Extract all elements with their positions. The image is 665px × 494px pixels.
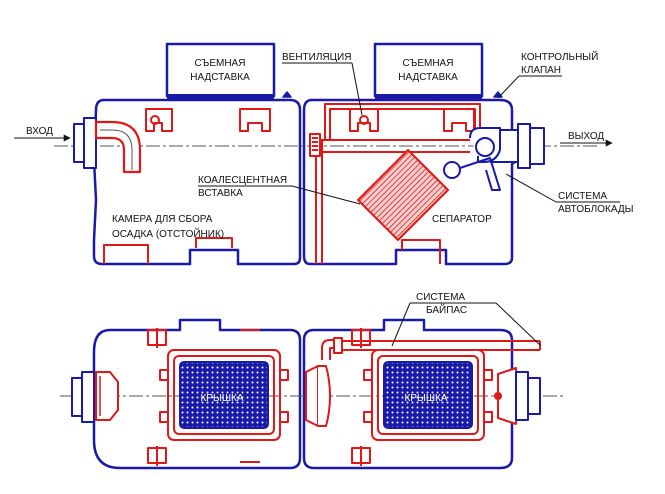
ventilation-pipe: [324, 103, 481, 140]
label-sediment-1: КАМЕРА ДЛЯ СБОРА: [112, 214, 213, 225]
extension-left-line1: СЪЕМНАЯ: [195, 58, 246, 69]
label-autoblock-2: АВТОБЛОКАДЫ: [558, 204, 634, 215]
coalescent-insert: [357, 149, 449, 241]
lid-right: КРЫШКА: [383, 361, 473, 429]
label-sediment-2: ОСАДКА (ОТСТОЙНИК): [112, 227, 224, 240]
sediment-tank-body: [92, 98, 302, 266]
extension-left: СЪЕМНАЯ НАДСТАВКА: [165, 42, 276, 99]
lid-right-label: КРЫШКА: [404, 393, 447, 404]
bypass-callout: СИСТЕМА БАЙПАС: [391, 292, 541, 347]
autoblock-system: [443, 127, 501, 191]
label-coalescent-2: ВСТАВКА: [198, 188, 243, 199]
lid-left: КРЫШКА: [179, 361, 269, 429]
label-ventilation: ВЕНТИЛЯЦИЯ: [282, 52, 351, 63]
label-bypass-1: СИСТЕМА: [416, 292, 465, 303]
extension-right: СЪЕМНАЯ НАДСТАВКА: [373, 42, 484, 99]
extension-right-line2: НАДСТАВКА: [398, 72, 458, 83]
separator-tank-body: [302, 98, 520, 266]
label-autoblock-1: СИСТЕМА: [558, 191, 607, 202]
label-outlet: ВЫХОД: [568, 131, 604, 142]
side-view: СЪЕМНАЯ НАДСТАВКА СЪЕМНАЯ НАДСТАВКА: [14, 42, 634, 266]
inter-tank-connection: [309, 133, 470, 157]
label-control-valve-2: КЛАПАН: [521, 65, 561, 76]
extension-left-line2: НАДСТАВКА: [190, 72, 250, 83]
label-coalescent-1: КОАЛЕСЦЕНТНАЯ: [198, 175, 287, 186]
extension-right-line1: СЪЕМНАЯ: [403, 58, 454, 69]
bypass-pipe: [333, 337, 541, 354]
label-bypass-2: БАЙПАС: [426, 303, 467, 316]
top-outlet: [494, 367, 541, 425]
top-view-right-body: [302, 318, 514, 470]
inlet-pipe: [73, 117, 142, 174]
side-view-callouts: ВЕНТИЛЯЦИЯ КОНТРОЛЬНЫЙ КЛАПАН ВХОД ВЫХОД…: [14, 50, 634, 240]
top-inter-connection: [305, 339, 340, 427]
top-view: КРЫШКА КРЫШКА: [60, 292, 565, 470]
top-view-left-body: [92, 318, 302, 470]
lid-left-label: КРЫШКА: [200, 393, 243, 404]
label-inlet: ВХОД: [26, 126, 53, 137]
label-control-valve-1: КОНТРОЛЬНЫЙ: [521, 50, 598, 63]
top-inlet: [71, 371, 119, 423]
label-separator: СЕПАРАТОР: [432, 214, 492, 225]
